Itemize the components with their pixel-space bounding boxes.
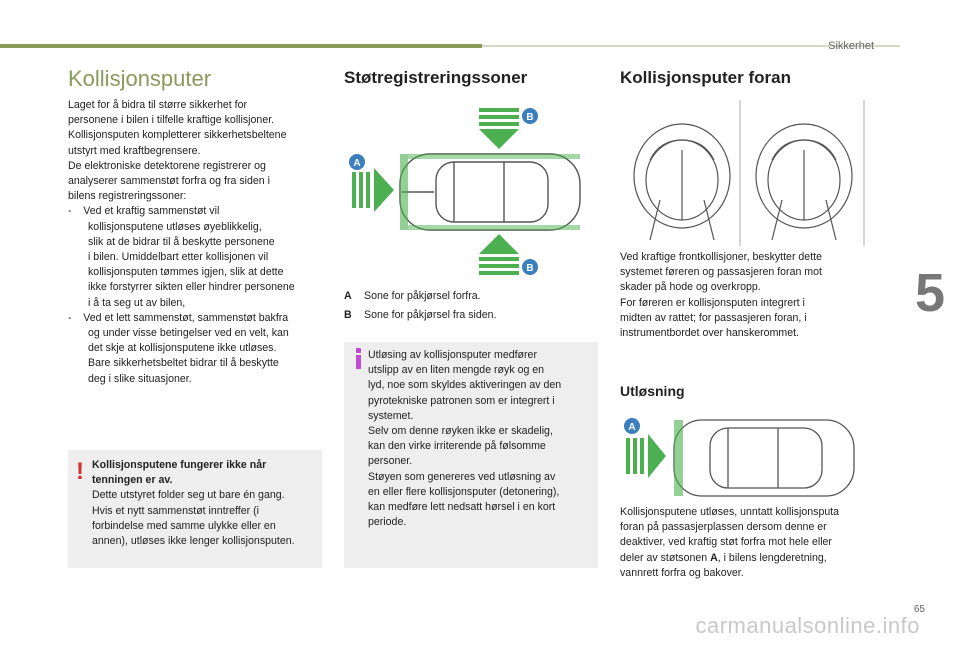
bullet-light-impact: - Ved et lett sammenstøt, sammenstøt bak… <box>68 311 289 385</box>
arrow-a-front <box>626 434 666 478</box>
section-title: Sikkerhet <box>828 40 874 52</box>
impact-zones-diagram: B A B <box>349 108 581 275</box>
zones-title: Støtregistreringssoner <box>344 68 528 87</box>
front-airbags-illustration <box>633 100 865 246</box>
deployment-text: Kollisjonsputene utløses, unntatt kollis… <box>620 506 840 579</box>
warning-box: ! Kollisjonsputene fungerer ikke når ten… <box>68 450 322 568</box>
warning-icon: ! <box>76 458 84 485</box>
arrow-b-top <box>479 108 519 149</box>
page-number: 65 <box>913 604 925 615</box>
bullet-strong-impact: - Ved et kraftig sammenstøt vil kollisjo… <box>68 205 295 309</box>
deployment-subtitle: Utløsning <box>620 383 685 399</box>
label-a-front: A <box>628 422 635 433</box>
chapter-number: 5 <box>914 263 946 323</box>
arrow-b-bottom <box>479 234 519 275</box>
header-bar <box>0 44 482 48</box>
label-b-bottom: B <box>526 263 533 274</box>
car-top-view <box>399 153 581 231</box>
intro-text: Laget for å bidra til større sikkerhet f… <box>68 98 330 387</box>
watermark: carmanualsonline.info <box>695 613 920 638</box>
label-a: A <box>353 158 360 169</box>
front-airbags-title: Kollisjonsputer foran <box>620 68 791 87</box>
front-airbags-text: Ved kraftige frontkollisjoner, beskytter… <box>620 251 822 340</box>
header-rule <box>482 45 900 47</box>
frontal-impact-diagram: A <box>624 418 855 497</box>
car-front-view <box>673 419 855 497</box>
info-icon <box>352 348 364 370</box>
page-title: Kollisjonsputer <box>68 66 212 91</box>
arrow-a <box>352 168 394 212</box>
label-b-top: B <box>526 112 533 123</box>
